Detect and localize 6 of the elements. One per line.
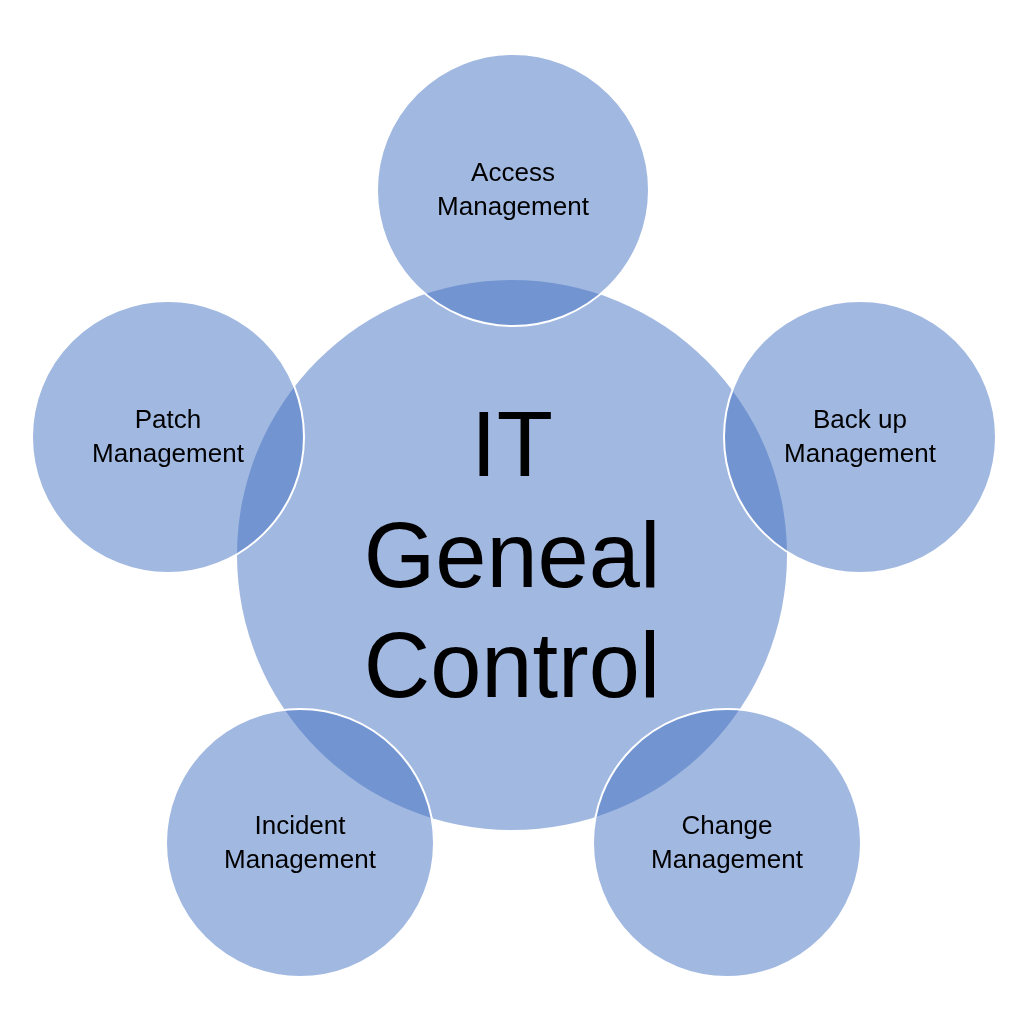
central-title: IT Geneal Control — [362, 392, 662, 719]
topic-label: Back up Management — [783, 403, 937, 470]
topic-label: Patch Management — [91, 403, 245, 470]
topic-label: Change Management — [650, 809, 804, 876]
topic-label: Access Management — [436, 156, 590, 223]
topic-label: Incident Management — [223, 809, 377, 876]
